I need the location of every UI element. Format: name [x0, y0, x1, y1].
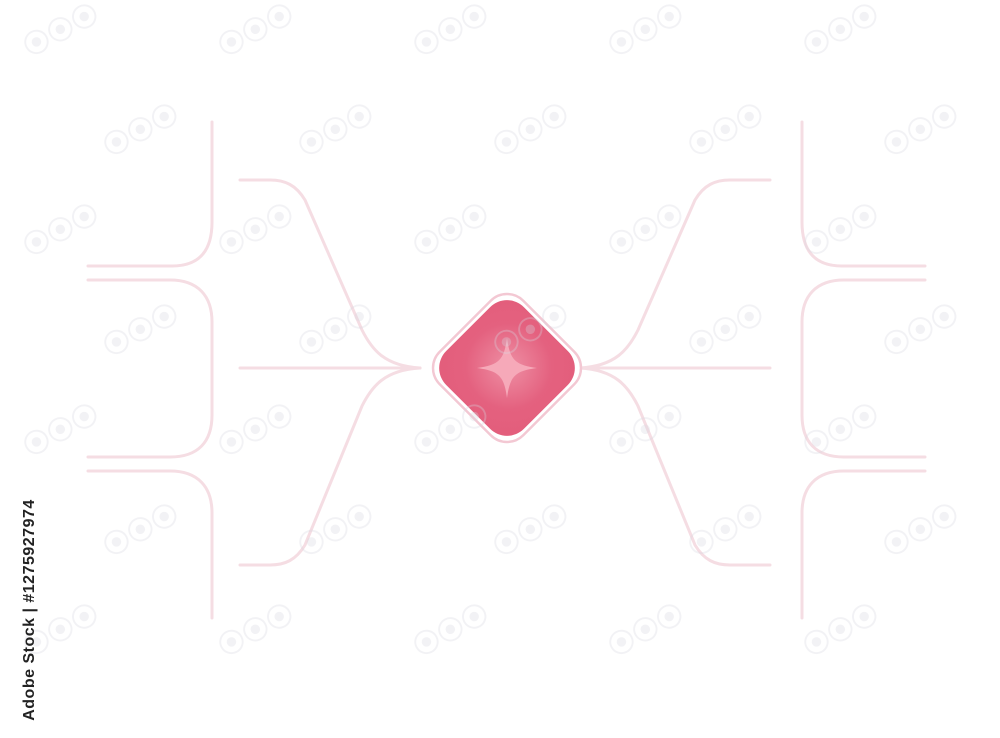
bracket-left-middle: [86, 278, 214, 459]
bracket-left-lower: [86, 469, 214, 620]
connector-right-lower: [578, 366, 772, 567]
four-point-sparkle-icon: [477, 338, 537, 398]
center-node: [431, 292, 583, 444]
bracket-left-upper: [86, 120, 214, 268]
connector-lines: [86, 120, 927, 620]
connector-right-upper: [578, 178, 772, 370]
bracket-right-middle: [800, 278, 927, 459]
bracket-right-upper: [800, 120, 927, 268]
connector-left-upper: [238, 178, 422, 370]
connector-left-lower: [238, 366, 422, 567]
bracket-right-lower: [800, 469, 927, 620]
side-stock-label: Adobe Stock | #1275927974: [21, 499, 38, 721]
